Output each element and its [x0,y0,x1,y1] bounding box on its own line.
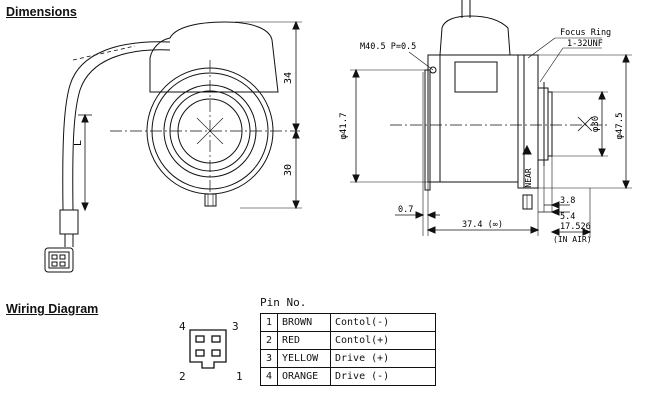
pin-function: Contol(+) [330,331,436,350]
focus-ring [517,54,539,189]
cable-inner [72,49,171,211]
pin-number: 1 [260,313,278,332]
pin-number: 2 [260,331,278,350]
front-view [44,20,302,273]
dim-17-526: 17.526 [560,222,591,232]
table-row: 2 RED Contol(+) [260,331,436,350]
pin-no-label: Pin No. [260,296,307,309]
dimensions-title: Dimensions [6,5,77,19]
focus-ring-label: Focus Ring [560,28,611,38]
dim-in-air: (IN AIR) [553,235,592,244]
dim-cable-length: L [73,140,84,146]
pin-wire-color: ORANGE [277,367,331,386]
pin-wire-color: YELLOW [277,349,331,368]
pin-number: 4 [260,367,278,386]
dim-37-4: 37.4 (∞) [462,220,503,230]
wiring-connector [189,329,227,369]
dia-inner-label: φ30 [591,116,601,132]
iris-housing [149,21,279,93]
pin-table: 1 BROWN Contol(-) 2 RED Contol(+) 3 YELL… [260,313,436,386]
pin-function: Drive (+) [330,349,436,368]
connector-pin-2: 2 [179,370,186,383]
pin-wire-color: BROWN [277,313,331,332]
pin-function: Drive (-) [330,367,436,386]
connector-pin-4: 4 [179,320,186,333]
cable [62,41,171,211]
connector-pin-3: 3 [232,320,239,333]
table-row: 3 YELLOW Drive (+) [260,349,436,368]
dia-body-label: φ41.7 [339,112,349,139]
near-label: NEAR [524,168,533,187]
dim-5-4: 5.4 [560,212,575,222]
lens-body [427,54,519,183]
dim-3-8: 3.8 [560,196,575,206]
dim-lower-30: 30 [283,164,294,176]
thread-label: M40.5 P=0.5 [360,42,416,52]
front-connector [44,247,74,273]
dia-ring-label: φ47.5 [615,112,625,139]
pin-wire-color: RED [277,331,331,350]
connector-pin-1: 1 [236,370,243,383]
dim-0-7: 0.7 [398,205,413,215]
wiring-diagram-title: Wiring Diagram [6,302,99,316]
mount-label: 1-32UNF [567,39,603,49]
pin-function: Contol(-) [330,313,436,332]
dim-upper-34: 34 [283,72,294,84]
side-window [454,61,498,93]
pin-number: 3 [260,349,278,368]
table-row: 4 ORANGE Drive (-) [260,367,436,386]
side-view [350,0,632,238]
table-row: 1 BROWN Contol(-) [260,313,436,332]
